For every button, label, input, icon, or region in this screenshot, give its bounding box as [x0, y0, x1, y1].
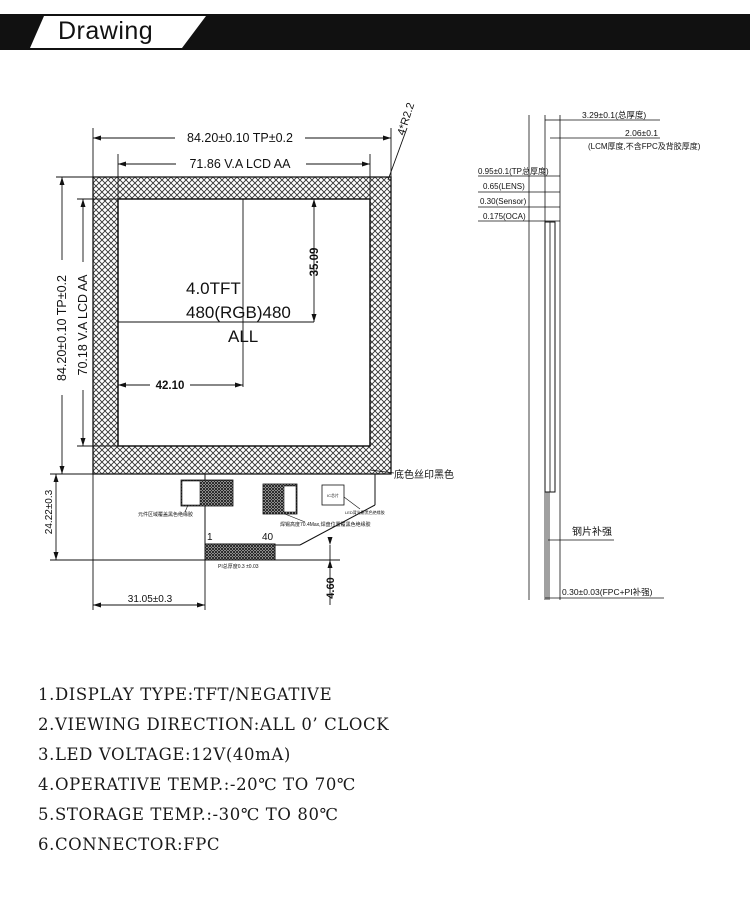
lcm-note: (LCM厚度,不含FPC及背胶厚度) [588, 141, 701, 151]
fpc-contact-pads [204, 543, 276, 561]
tp-thickness: 0.95±0.1(TP总厚度) [478, 166, 549, 176]
center-label-size: 4.0TFT [186, 279, 241, 298]
spec-storage-temp: 5.STORAGE TEMP.:-30℃ TO 80℃ [38, 805, 339, 824]
spec-list: 1.DISPLAY TYPE:TFT/NEGATIVE 2.VIEWING DI… [38, 680, 389, 860]
spec-display-type: 1.DISPLAY TYPE:TFT/NEGATIVE [38, 685, 333, 704]
panel-border [92, 176, 392, 475]
dim-tail-height: 24.22±0.3 [44, 489, 55, 534]
dim-tail-offset: 31.05±0.3 [128, 594, 173, 605]
dim-top-to-center: 35.09 [309, 248, 321, 277]
sensor-thickness: 0.30(Sensor) [480, 197, 527, 206]
technical-drawing: 84.20±0.10 TP±0.2 71.86 V.A LCD AA 4*R2.… [44, 101, 701, 610]
steel-stiffener-note: 钢片补强 [572, 525, 612, 538]
oca-thickness: 0.175(OCA) [483, 212, 526, 221]
note-left-component: 元件区域覆盖黑色绝缘胶 [138, 511, 193, 518]
ic-note: LED背光覆黑色绝缘胶 [345, 509, 385, 515]
lcm-thickness: 2.06±0.1 [625, 128, 658, 138]
side-view: 3.29±0.1(总厚度) 2.06±0.1 (LCM厚度,不含FPC及背胶厚度… [478, 110, 701, 600]
center-label-resolution: 480(RGB)480 [186, 303, 291, 322]
note-right-component: 焊锡高度70.4Max,焊盘位置覆黑色绝缘胶 [280, 521, 371, 528]
center-label-view: ALL [228, 327, 258, 346]
dim-outer-height: 84.20±0.10 TP±0.2 [55, 275, 69, 381]
spec-connector: 6.CONNECTOR:FPC [38, 835, 221, 854]
dim-tail-length: 4.60 [325, 577, 337, 598]
pitch-note: PI总厚度0.3 ±0.03 [218, 563, 259, 570]
border-note: 底色丝印黑色 [394, 468, 454, 481]
pin-last: 40 [262, 532, 274, 543]
pin-first: 1 [207, 532, 213, 543]
dim-left-to-center: 42.10 [156, 380, 185, 392]
total-thickness: 3.29±0.1(总厚度) [582, 110, 646, 120]
dim-va-width: 71.86 V.A LCD AA [189, 157, 291, 171]
ic-chip [321, 484, 345, 506]
front-view: 84.20±0.10 TP±0.2 71.86 V.A LCD AA 4*R2.… [44, 101, 454, 610]
dim-outer-width: 84.20±0.10 TP±0.2 [187, 131, 293, 145]
header-tab [0, 14, 210, 50]
spec-operative-temp: 4.OPERATIVE TEMP.:-20℃ TO 70℃ [38, 775, 356, 794]
spec-viewing-direction: 2.VIEWING DIRECTION:ALL 0’ CLOCK [38, 715, 390, 734]
dim-va-height: 70.18 V.A LCD AA [76, 274, 90, 376]
lens-thickness: 0.65(LENS) [483, 182, 525, 191]
page-title: Drawing [58, 17, 154, 45]
spec-led-voltage: 3.LED VOLTAGE:12V(40mA) [38, 745, 291, 764]
ic-label: IC芯片 [327, 492, 339, 498]
fpc-thickness: 0.30±0.03(FPC+PI补强) [562, 587, 653, 597]
dim-corner-radius: 4*R2.2 [395, 101, 417, 137]
